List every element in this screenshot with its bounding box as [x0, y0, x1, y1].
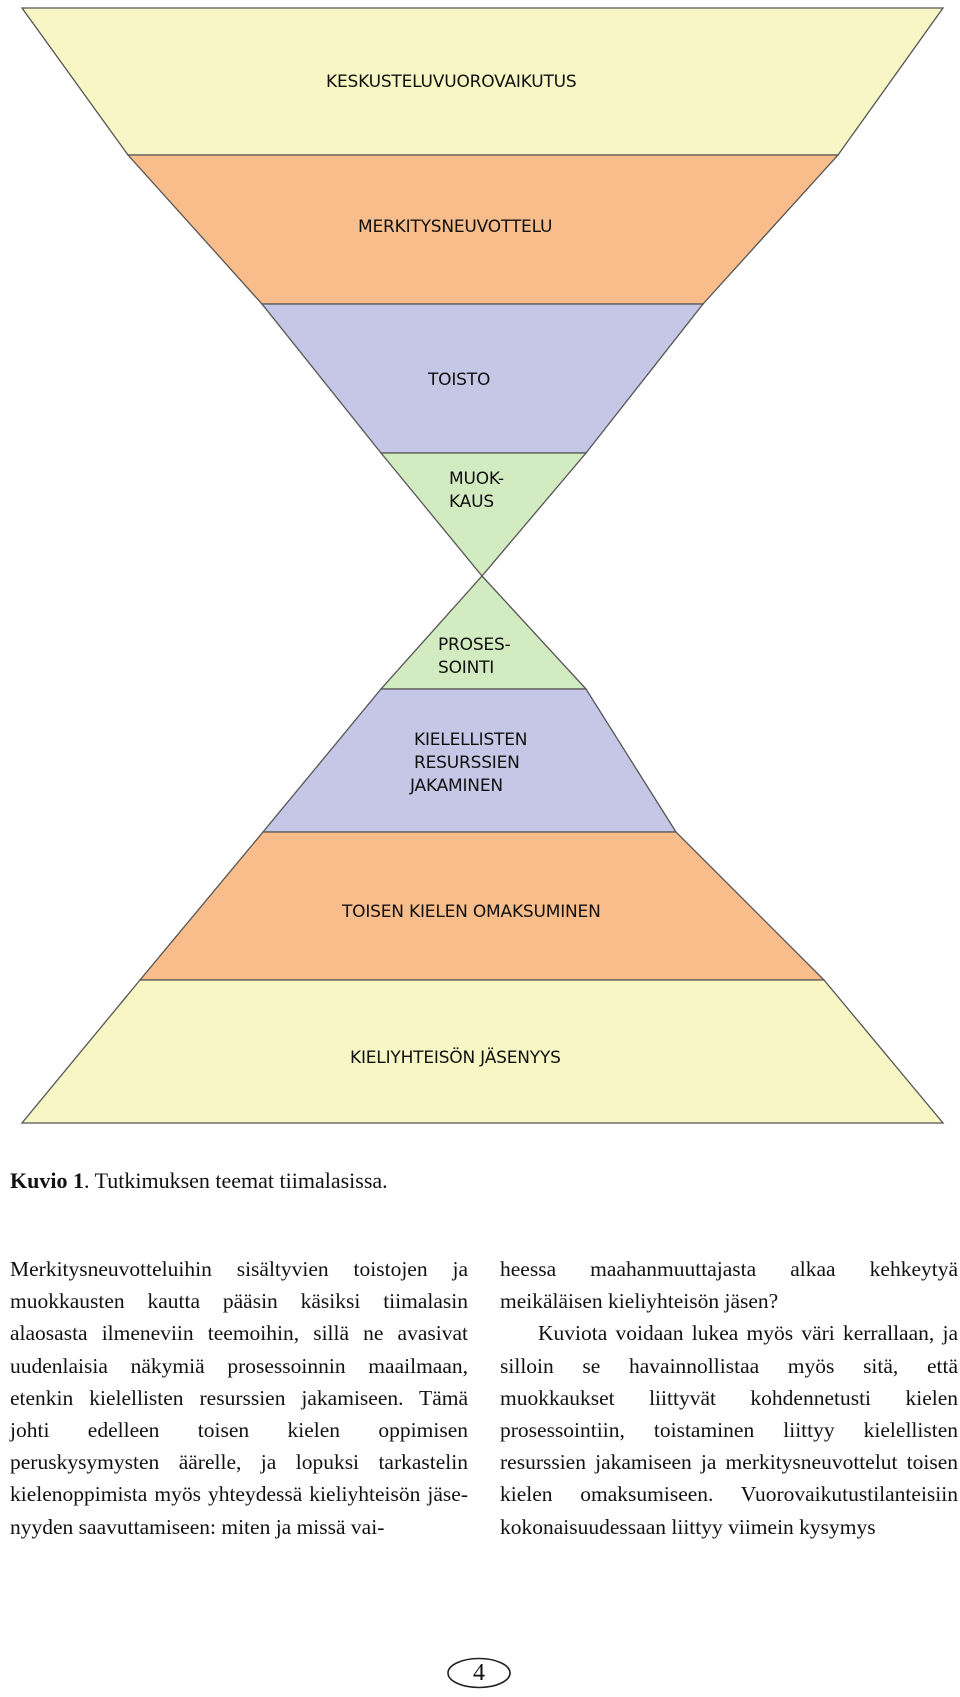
label-kieliyhteison-jasenyys: KIELIYHTEISÖN JÄSENYYS [350, 1046, 561, 1068]
label-toisto: TOISTO [427, 370, 490, 390]
label-keskusteluvuorovaikutus: KESKUSTELUVUOROVAIKUTUS [326, 72, 576, 92]
paragraph-right-continuation: heessa maahanmuuttajasta alkaa kehkeytyä… [500, 1257, 958, 1314]
paragraph-left: Merkitysneuvotteluihin sisältyvien toist… [10, 1257, 468, 1539]
page-number-badge: 4 [446, 1656, 512, 1690]
paragraph-right: Kuviota voidaan lukea myös väri ker­rall… [500, 1321, 958, 1539]
page-number: 4 [473, 1660, 485, 1686]
layer-kieliyhteison-jasenyys [20, 979, 945, 1124]
label-prosessointi: PROSES- SOINTI [438, 635, 516, 678]
figure-caption: Kuvio 1. Tutkimuksen teemat tiimalasissa… [10, 1168, 388, 1194]
layer-muokkaus [379, 452, 588, 578]
caption-text: . Tutkimuksen teemat tiimalasissa. [83, 1168, 388, 1193]
label-muokkaus: MUOK- KAUS [449, 469, 509, 512]
text-column-left: Merkitysneuvotteluihin sisältyvien toist… [10, 1253, 468, 1543]
hourglass-diagram: KESKUSTELUVUOROVAIKUTUS MERKITYSNEUVOTTE… [20, 7, 945, 1124]
page-number-oval [447, 1657, 511, 1689]
label-kielellisten-resurssien-jakaminen: KIELELLISTEN RESURSSIEN JAKAMINEN [409, 730, 533, 796]
label-toisen-kielen-omaksuminen: TOISEN KIELEN OMAKSUMINEN [341, 902, 601, 922]
caption-label: Kuvio 1 [10, 1168, 84, 1193]
label-merkitysneuvottelu: MERKITYSNEUVOTTELU [358, 217, 552, 237]
text-column-right: heessa maahanmuuttajasta alkaa kehkeytyä… [500, 1253, 958, 1543]
